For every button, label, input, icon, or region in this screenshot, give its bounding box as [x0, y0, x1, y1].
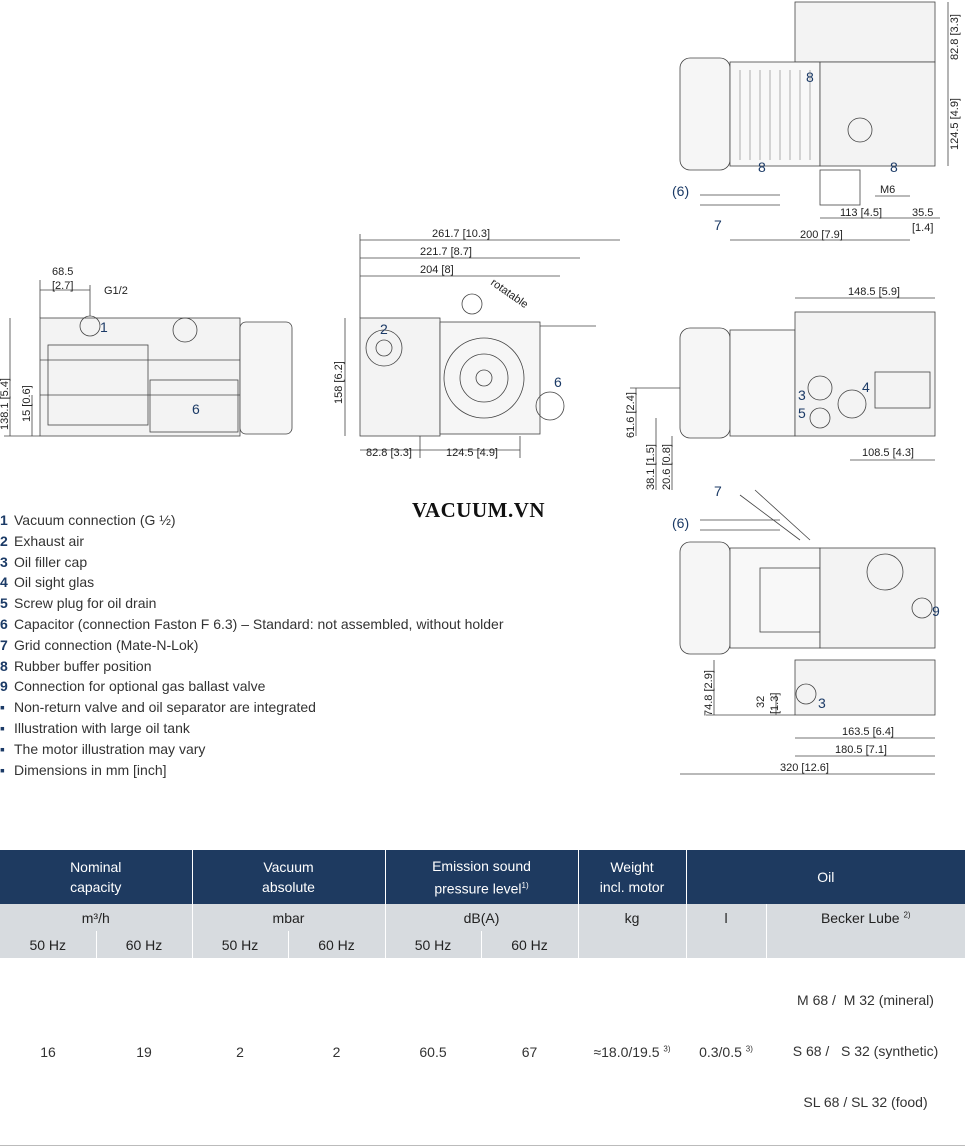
freq-50-vacuum: 50 Hz [192, 931, 289, 958]
side-view-drawing [630, 297, 936, 490]
cell-cap60: 19 [96, 958, 192, 1146]
dim-148-5: 148.5 [5.9] [848, 286, 900, 298]
dim-15: 15 [0.6] [21, 385, 33, 422]
callout-8-c: 8 [890, 159, 898, 175]
callout-6-left: 6 [192, 401, 200, 417]
callout-4: 4 [862, 379, 870, 395]
cell-snd60: 67 [481, 958, 578, 1146]
dim-68-5-inch: [2.7] [52, 280, 73, 292]
legend-note: ▪The motor illustration may vary [0, 740, 206, 757]
left-view-drawing [4, 280, 293, 437]
cell-weight: ≈18.0/19.5 3) [578, 958, 686, 1146]
callout-8-a: 8 [806, 69, 814, 85]
dim-82-8-top: 82.8 [3.3] [949, 14, 961, 60]
callout-6-front: 6 [554, 374, 562, 390]
cell-vac50: 2 [192, 958, 288, 1146]
dim-113: 113 [4.5] [840, 207, 882, 219]
top-view-drawing [679, 1, 949, 241]
dim-124-5-top: 124.5 [4.9] [949, 98, 961, 150]
freq-60-vacuum: 60 Hz [288, 931, 386, 958]
port-label: G1/2 [104, 285, 128, 297]
brand-watermark: VACUUM.VN [412, 498, 546, 522]
callout-8-b: 8 [758, 159, 766, 175]
callout-3-bottom: 3 [818, 695, 826, 711]
legend-note: ▪Illustration with large oil tank [0, 719, 190, 736]
callout-7-top: 7 [714, 217, 722, 233]
cell-lube: M 68 / M 32 (mineral) S 68 / S 32 (synth… [766, 958, 965, 1146]
cell-cap50: 16 [0, 958, 96, 1146]
dim-163-5: 163.5 [6.4] [842, 726, 894, 738]
legend-note: ▪Dimensions in mm [inch] [0, 761, 167, 778]
dim-35-5-inch: [1.4] [912, 222, 933, 234]
dim-108-5: 108.5 [4.3] [862, 447, 914, 459]
front-view-drawing [344, 234, 620, 458]
callout-6-top: (6) [672, 183, 689, 199]
callout-9: 9 [932, 603, 940, 619]
dim-200: 200 [7.9] [800, 229, 843, 241]
dim-261-7: 261.7 [10.3] [432, 228, 490, 240]
cell-snd50: 60.5 [385, 958, 481, 1146]
dim-38-1: 38.1 [1.5] [645, 444, 657, 490]
dim-138-1: 138.1 [5.4] [0, 378, 11, 430]
dim-320: 320 [12.6] [780, 762, 829, 774]
unit-weight: kg [578, 904, 687, 958]
unit-sound: dB(A) [385, 904, 579, 931]
freq-60-sound: 60 Hz [481, 931, 579, 958]
cell-vac60: 2 [288, 958, 385, 1146]
callout-5: 5 [798, 405, 806, 421]
dim-82-8-front: 82.8 [3.3] [366, 447, 412, 459]
freq-50-sound: 50 Hz [385, 931, 482, 958]
dim-221-7: 221.7 [8.7] [420, 246, 472, 258]
dim-32-inch: [1.3] [769, 693, 781, 714]
rotatable-label: rotatable [488, 277, 530, 311]
callout-3-side: 3 [798, 387, 806, 403]
unit-lube: Becker Lube 2) [766, 904, 965, 958]
freq-60-capacity: 60 Hz [96, 931, 193, 958]
unit-capacity: m³/h [0, 904, 193, 931]
dim-74-8: 74.8 [2.9] [703, 670, 715, 716]
callout-2: 2 [380, 321, 388, 337]
dim-204: 204 [8] [420, 264, 454, 276]
dim-61-6: 61.6 [2.4] [625, 392, 637, 438]
callout-1: 1 [100, 319, 108, 335]
dim-158: 158 [6.2] [333, 361, 345, 404]
header-oil: Oil [686, 850, 965, 904]
bottom-view-drawing [679, 489, 936, 775]
technical-drawings: 68.5 [2.7] G1/2 138.1 [5.4] 15 [0.6] 1 6… [0, 1, 961, 775]
callout-7-bottom: 7 [714, 483, 722, 499]
dim-35-5: 35.5 [912, 207, 933, 219]
callout-6-bottom: (6) [672, 515, 689, 531]
dim-180-5: 180.5 [7.1] [835, 744, 887, 756]
legend-note: ▪Non-return valve and oil separator are … [0, 699, 316, 716]
dim-68-5: 68.5 [52, 266, 73, 278]
table-row: 16 19 2 2 60.5 67 ≈18.0/19.5 3) 0.3/0.5 … [0, 958, 965, 1146]
unit-vacuum: mbar [192, 904, 386, 931]
dim-20-6: 20.6 [0.8] [661, 444, 673, 490]
cell-oil: 0.3/0.5 3) [686, 958, 766, 1146]
dim-124-5-front: 124.5 [4.9] [446, 447, 498, 459]
m6-label: M6 [880, 184, 895, 196]
dim-32: 32 [755, 696, 767, 708]
unit-oil: l [686, 904, 767, 958]
freq-50-capacity: 50 Hz [0, 931, 97, 958]
